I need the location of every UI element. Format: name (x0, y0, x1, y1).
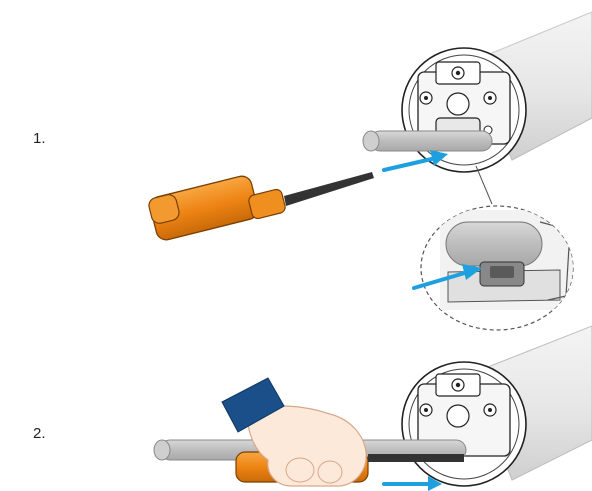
screwdriver-icon (147, 172, 374, 242)
step-2-scene (154, 326, 592, 491)
magnifier-detail-icon (414, 206, 580, 330)
rod-icon (363, 131, 492, 151)
step-1-scene (147, 12, 592, 330)
